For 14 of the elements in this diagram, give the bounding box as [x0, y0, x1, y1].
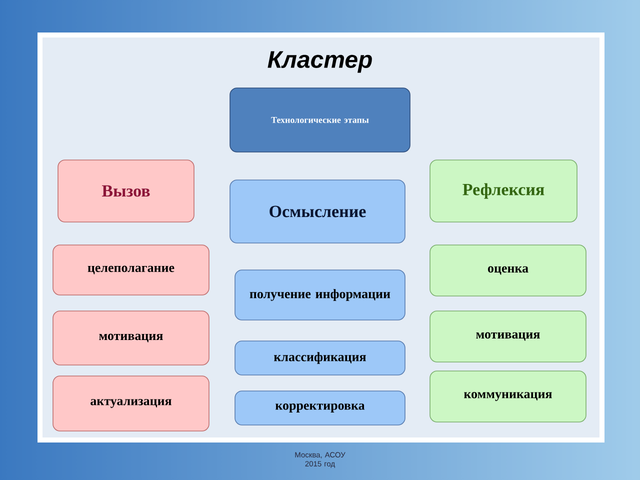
phase-box: Вызов	[58, 160, 194, 222]
step-box: корректировка	[234, 390, 406, 426]
phase-box: Осмысление	[230, 180, 406, 244]
step-box: целеполагание	[52, 244, 210, 296]
step-box: мотивация	[430, 310, 586, 362]
phase-box: Рефлексия	[430, 160, 578, 222]
stage-box: Технологические этапы	[230, 88, 410, 152]
step-box: получение информации	[234, 270, 406, 320]
title: Кластер	[268, 51, 372, 73]
step-box: коммуникация	[430, 370, 586, 422]
step-box: мотивация	[52, 310, 210, 366]
step-box: классификация	[234, 340, 406, 376]
step-box: оценка	[430, 244, 586, 296]
step-box: актуализация	[52, 376, 210, 432]
